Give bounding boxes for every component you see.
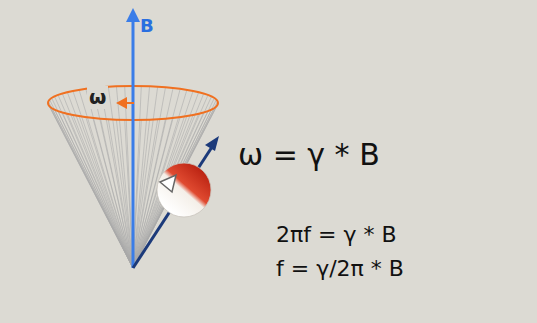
cone-line [50, 100, 133, 268]
spinning-nucleus [157, 163, 211, 217]
cone-line [133, 101, 218, 268]
cone-line [101, 87, 134, 268]
cone-line [133, 98, 214, 268]
field-label: B [140, 16, 154, 37]
cone-line [58, 95, 133, 268]
orbit-arrowhead [116, 97, 127, 109]
larmor-equation: ω = γ * B [238, 138, 380, 173]
field-arrow [132, 20, 135, 268]
cone-line [116, 86, 133, 268]
cone-line [93, 88, 133, 268]
cone-line [133, 97, 212, 269]
cone-line [52, 98, 133, 268]
spin-arrowhead [205, 136, 219, 151]
spin-arrow [133, 147, 212, 268]
frequency-symbol: ω [87, 86, 108, 109]
cone-line [108, 87, 133, 268]
frequency-equation: 2πf = γ * B [276, 222, 397, 247]
field-arrowhead [126, 8, 140, 22]
frequency-equation: f = γ/2π * B [276, 256, 404, 281]
spin-marker [160, 175, 176, 192]
cone-line [133, 89, 180, 268]
